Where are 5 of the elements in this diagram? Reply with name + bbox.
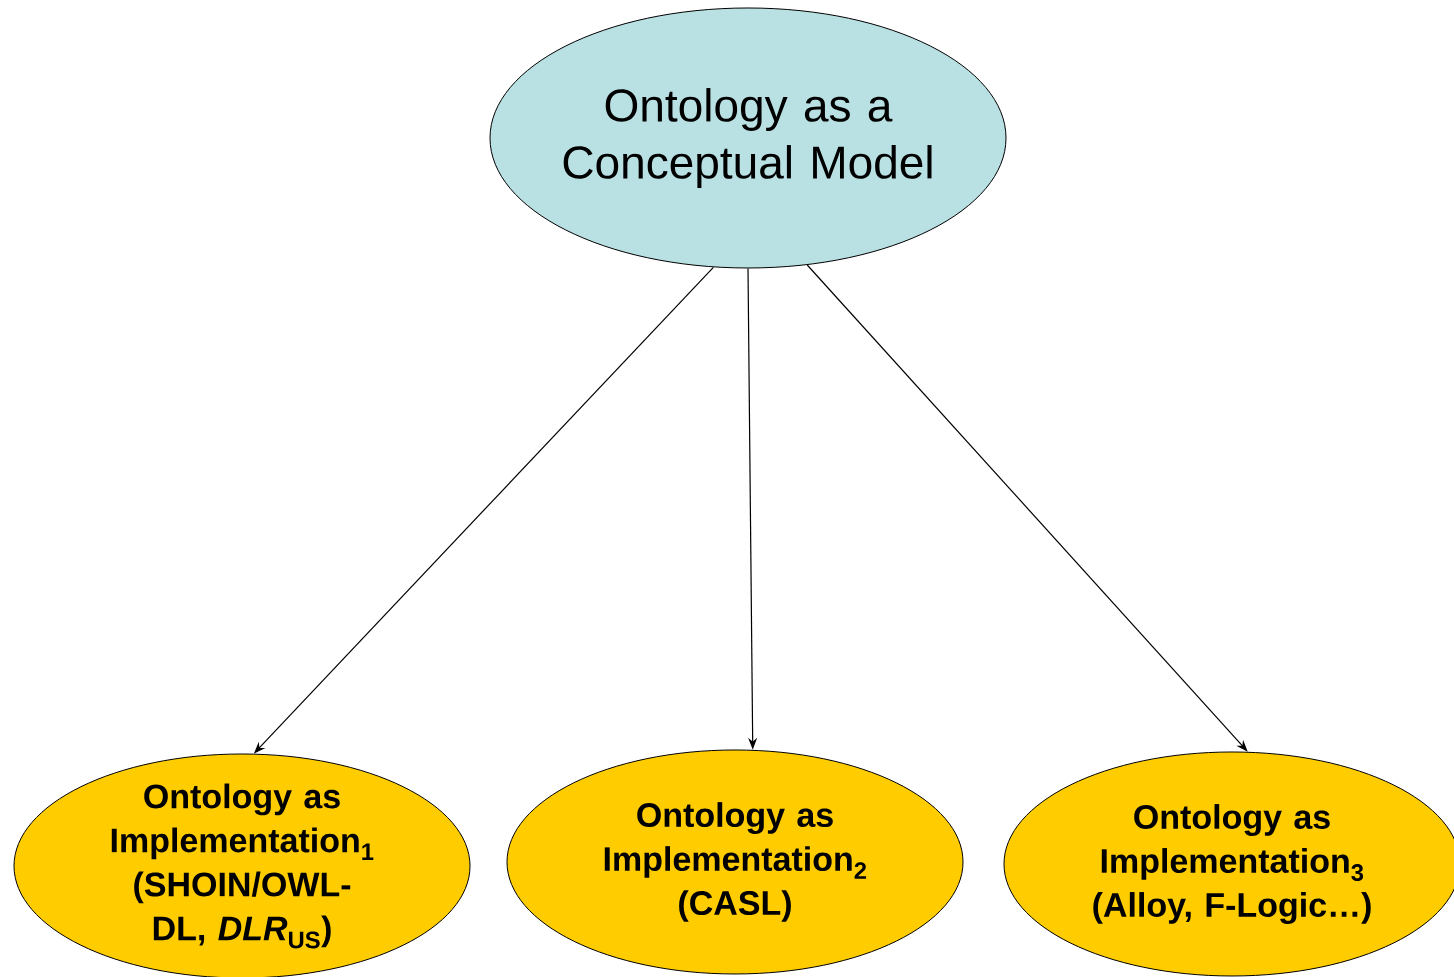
arrow [806,264,1248,752]
ellipse-node: Ontology as a Conceptual Model [489,7,1007,269]
ellipse-node: Ontology as Implementation$_{1}$ (SHOIN/OWL-DL, DLR$_{US}$) [13,753,471,977]
ellipse-node: Ontology as Implementation$_{2}$ (CASL) [506,749,964,975]
ellipse-node: Ontology as Implementation$_{3}$ (Alloy, F-Logic…) [1003,751,1454,977]
